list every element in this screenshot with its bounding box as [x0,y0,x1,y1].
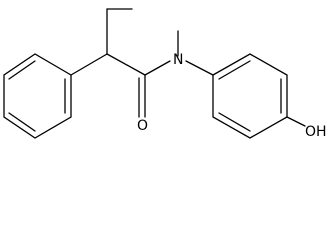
hydroxyphenyl-double-bond-3 [218,112,251,132]
phenyl-double-bond-1 [8,60,36,80]
bond-alpha-to-phenyl [70,53,108,76]
phenyl-ring [3,53,72,139]
structure-canvas: N O OH [3,8,327,140]
hydroxyphenyl-ring [212,53,288,139]
bond-nitrogen-to-aryl [185,60,214,76]
nitrogen-label: N [173,52,183,68]
molecule-structure: N O OH [3,8,327,140]
bond-aryl-to-hydroxyl [286,116,306,127]
hydroxyl-label: OH [305,124,327,140]
phenyl-double-bond-2 [8,112,36,132]
carbonyl-oxygen-label: O [137,118,148,134]
hydroxyphenyl-double-bond-1 [218,60,251,80]
bond-carbonyl-to-nitrogen [144,60,171,76]
bond-alpha-to-carbonyl [106,53,146,76]
